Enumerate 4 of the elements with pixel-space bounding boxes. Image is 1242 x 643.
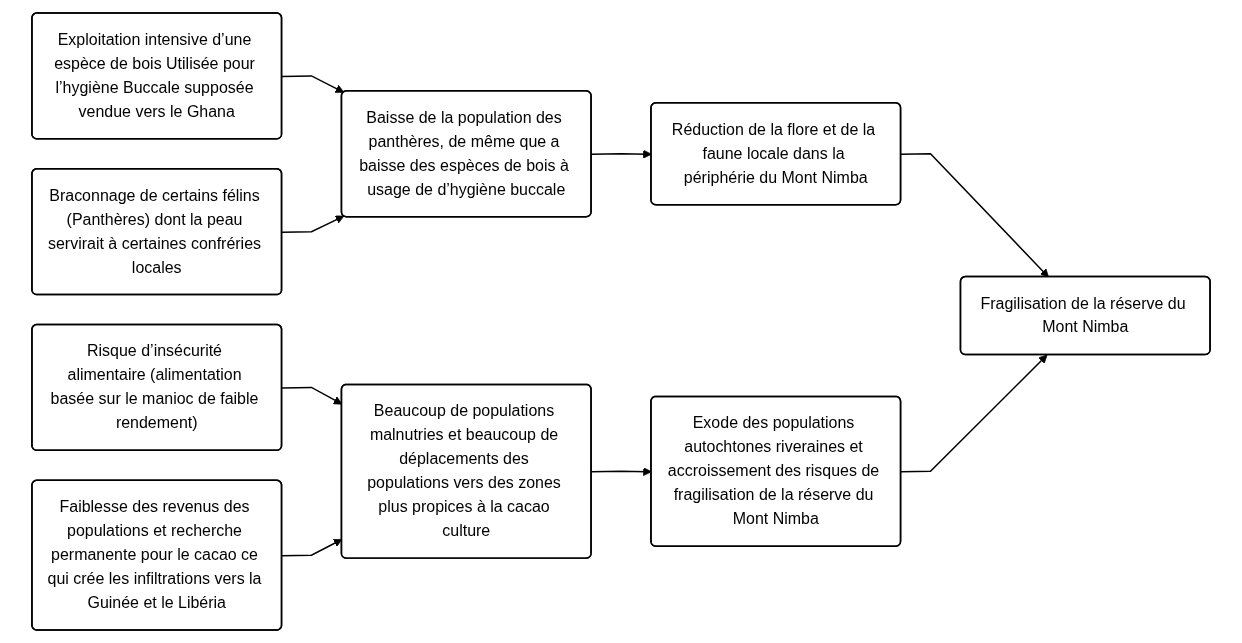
arrow xyxy=(281,75,345,93)
arrow xyxy=(281,215,345,233)
arrow xyxy=(900,153,1049,278)
arrow xyxy=(900,354,1048,473)
